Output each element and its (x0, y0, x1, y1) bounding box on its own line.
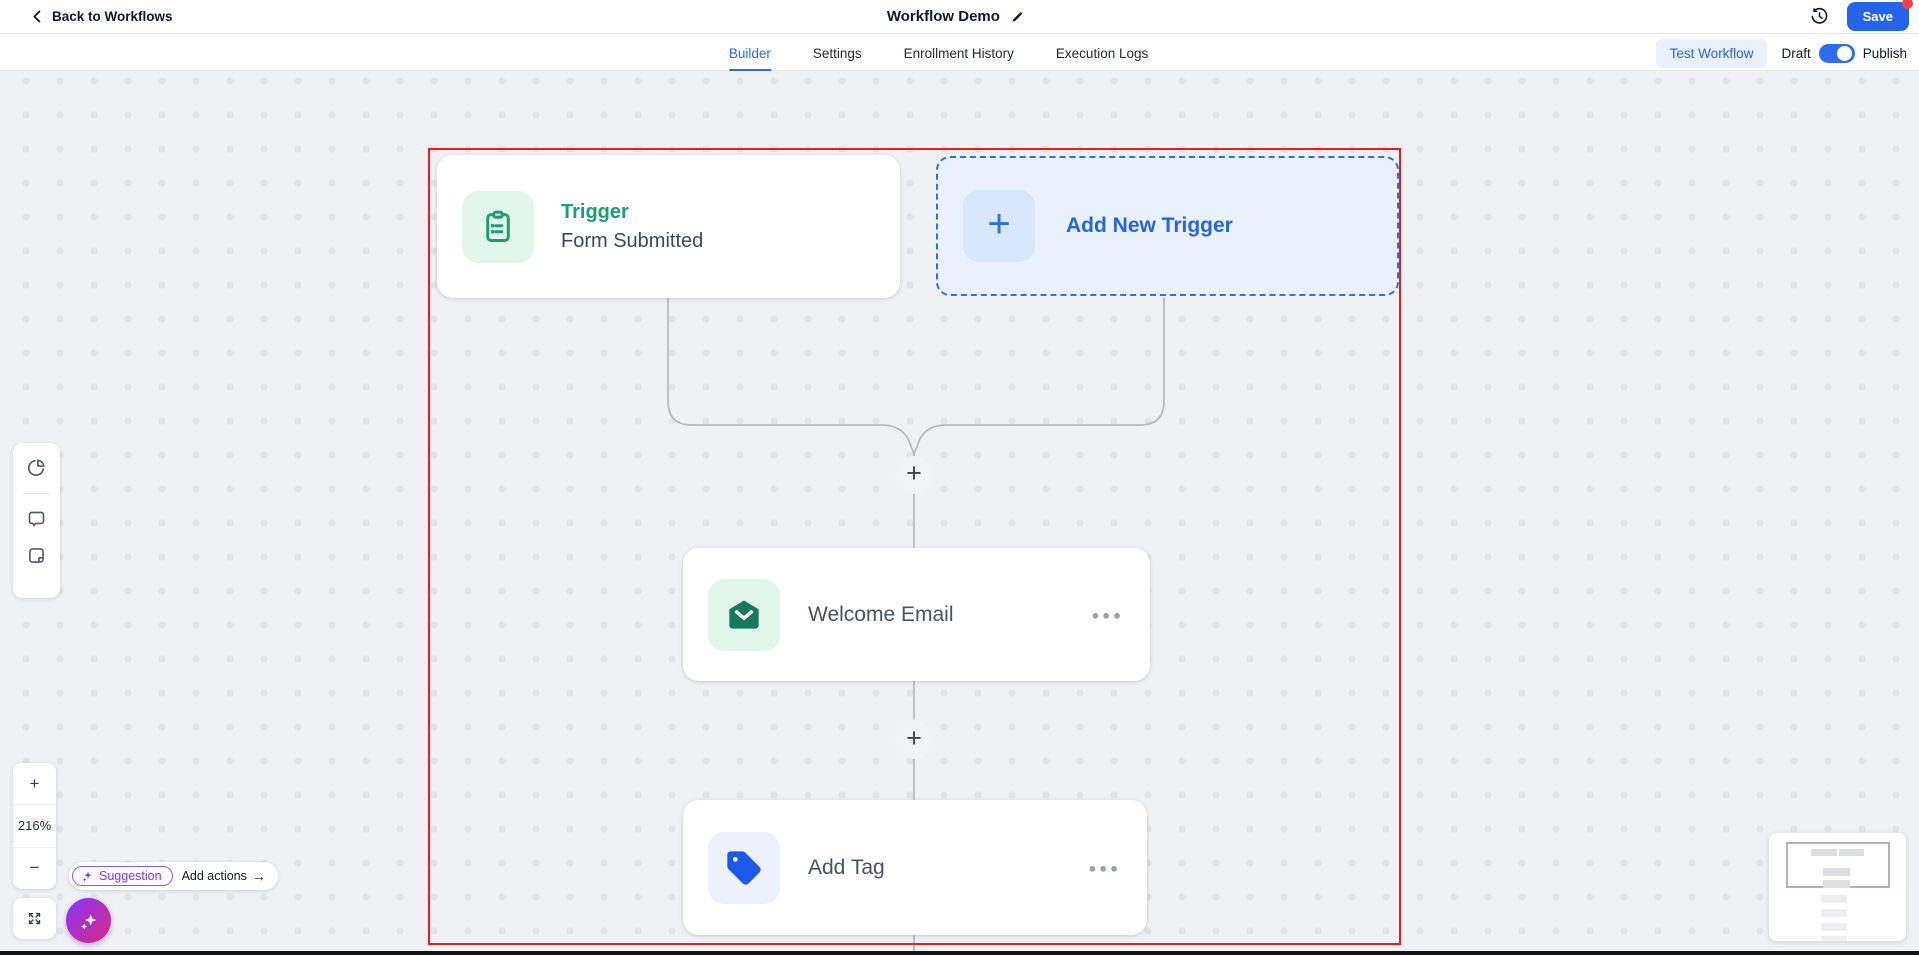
tab-enrollment-history[interactable]: Enrollment History (903, 45, 1014, 61)
back-to-workflows-button[interactable]: Back to Workflows (30, 9, 173, 24)
expand-arrows-icon (28, 912, 41, 925)
trigger-title: Trigger (561, 200, 629, 223)
trigger-node-card[interactable]: Trigger Form Submitted (437, 155, 900, 298)
save-label: Save (1862, 9, 1893, 24)
tabs: Builder Settings Enrollment History Exec… (728, 35, 1149, 71)
minimap-viewport[interactable] (1786, 842, 1890, 888)
suggestion-label: Suggestion (99, 869, 162, 883)
trigger-icon-tile (462, 190, 534, 263)
workflow-title-wrap: Workflow Demo (887, 8, 1024, 25)
back-label: Back to Workflows (52, 9, 173, 24)
tab-execution-logs[interactable]: Execution Logs (1055, 45, 1149, 61)
email-icon-tile (708, 578, 780, 651)
window-bottom-edge (0, 951, 1919, 955)
history-clock-icon[interactable] (1810, 7, 1829, 26)
trigger-text: Trigger Form Submitted (561, 201, 703, 253)
sparkles-icon (80, 913, 96, 930)
topbar-right: Save (1810, 0, 1913, 31)
card-menu-icon[interactable]: ●●● (1088, 860, 1121, 875)
canvas-tool-panel (13, 443, 60, 598)
workflow-canvas[interactable]: Trigger Form Submitted + Add New Trigger… (0, 71, 1919, 955)
edit-pencil-icon[interactable] (1010, 10, 1024, 24)
welcome-email-node-card[interactable]: Welcome Email ●●● (683, 548, 1150, 681)
sparkle-icon (82, 871, 92, 882)
comments-icon[interactable] (26, 509, 47, 530)
zoom-in-button[interactable]: + (29, 773, 40, 793)
zoom-out-button[interactable]: − (13, 846, 56, 889)
tool-panel-divider (23, 493, 50, 494)
ai-assistant-button[interactable] (66, 898, 111, 943)
draft-label: Draft (1781, 45, 1811, 61)
toggle-knob (1837, 45, 1853, 61)
tab-builder[interactable]: Builder (728, 35, 771, 71)
welcome-email-label: Welcome Email (808, 602, 954, 626)
stats-pie-chart-icon[interactable] (26, 457, 47, 478)
fit-to-screen-button[interactable] (13, 898, 56, 939)
zoom-level: 216% (13, 804, 56, 846)
add-actions-button[interactable]: Add actions → (182, 868, 266, 884)
draft-publish-switch: Draft Publish (1781, 43, 1907, 63)
plus-icon: + (963, 190, 1035, 262)
clipboard-form-icon (486, 210, 510, 242)
top-bar: Back to Workflows Workflow Demo Save (0, 0, 1919, 34)
add-tag-label: Add Tag (808, 855, 885, 879)
notes-icon[interactable] (26, 545, 47, 566)
save-button[interactable]: Save (1846, 0, 1913, 31)
ai-suggestion-bar: Suggestion Add actions → (69, 862, 278, 890)
tab-bar: Builder Settings Enrollment History Exec… (0, 35, 1919, 71)
tabbar-right: Test Workflow Draft Publish (1655, 35, 1907, 71)
add-actions-label: Add actions (181, 869, 247, 883)
add-step-button-1[interactable]: + (895, 456, 933, 494)
add-new-trigger-label: Add New Trigger (1066, 214, 1233, 237)
publish-label: Publish (1862, 45, 1907, 61)
add-new-trigger-card[interactable]: + Add New Trigger (936, 156, 1399, 296)
zoom-panel: + 216% − (13, 763, 56, 889)
add-step-button-2[interactable]: + (895, 721, 933, 759)
page-title: Workflow Demo (886, 8, 1000, 25)
minimap[interactable] (1769, 833, 1906, 941)
tab-settings[interactable]: Settings (812, 45, 862, 61)
test-workflow-button[interactable]: Test Workflow (1655, 38, 1768, 68)
unsaved-changes-dot (1902, 0, 1913, 9)
tag-icon (727, 850, 761, 885)
arrow-right-icon: → (251, 868, 266, 884)
trigger-subtitle: Form Submitted (561, 229, 704, 252)
email-envelope-icon (729, 599, 759, 629)
add-tag-node-card[interactable]: Add Tag ●●● (683, 800, 1147, 935)
card-menu-icon[interactable]: ●●● (1091, 607, 1124, 622)
tag-icon-tile (708, 831, 780, 904)
chevron-left-icon (33, 10, 41, 23)
suggestion-badge[interactable]: Suggestion (72, 866, 173, 886)
publish-toggle[interactable] (1818, 43, 1855, 63)
